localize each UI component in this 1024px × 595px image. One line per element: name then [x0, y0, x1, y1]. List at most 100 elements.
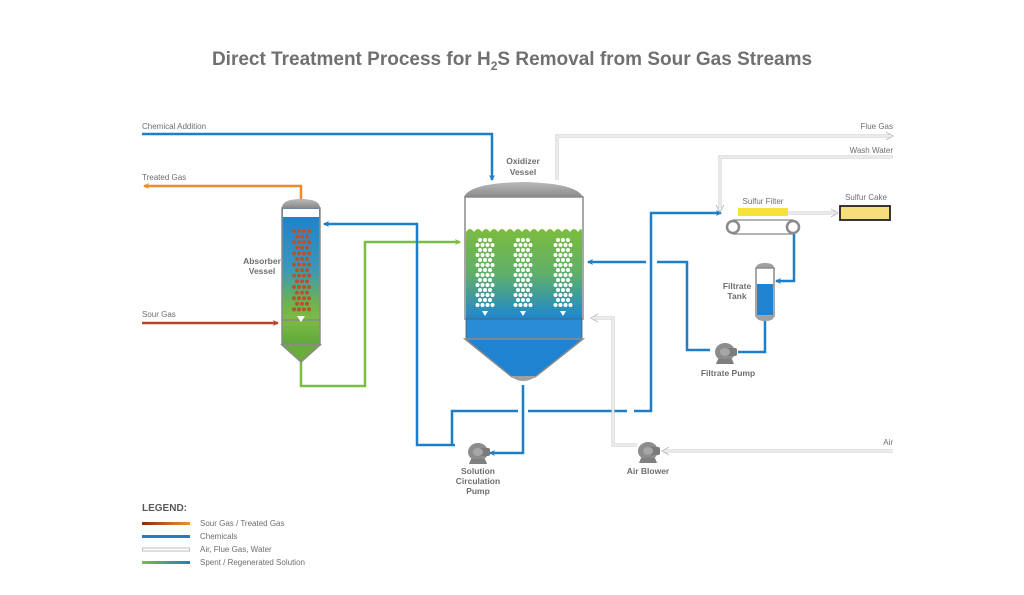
- diagram-title: Direct Treatment Process for H2S Removal…: [212, 49, 812, 73]
- air-bubble: [561, 288, 565, 292]
- air-bubble: [488, 268, 492, 272]
- filtrate-return-line: [588, 262, 710, 352]
- air-bubble: [561, 258, 565, 262]
- air-bubble: [528, 243, 533, 247]
- air-bubble: [490, 243, 495, 247]
- air-blower-label: Air Blower: [627, 466, 670, 476]
- filtrate-tank-label-1: Filtrate: [723, 281, 752, 291]
- sulfur-filter[interactable]: [725, 208, 801, 235]
- air-bubble: [561, 248, 565, 252]
- air-bubble: [475, 253, 480, 257]
- air-bubble: [553, 253, 558, 257]
- packing-dot: [307, 285, 311, 289]
- air-bubble: [553, 243, 558, 247]
- legend-swatch-chemicals: [142, 535, 190, 538]
- absorber-label-2: Vessel: [249, 266, 275, 276]
- air-bubble: [480, 273, 485, 277]
- air-bubble: [478, 278, 482, 282]
- air-bubble: [528, 253, 533, 257]
- air-bubble: [566, 278, 570, 282]
- sparger-nozzle-icon: [520, 311, 526, 316]
- air-bubble: [561, 238, 565, 242]
- air-bubble: [475, 263, 480, 267]
- air-bubble: [485, 273, 490, 277]
- air-bubble: [526, 248, 530, 252]
- air-bubble: [558, 303, 563, 307]
- air-bubble: [553, 273, 558, 277]
- packing-dot: [305, 301, 309, 306]
- sparger-nozzle-icon: [560, 311, 566, 316]
- air-bubble: [526, 268, 530, 272]
- air-bubble: [518, 263, 523, 267]
- air-bubble: [563, 303, 568, 307]
- oxidizer-label-1: Oxidizer: [506, 156, 540, 166]
- packing-dot: [302, 229, 306, 233]
- air-bubble: [516, 298, 520, 302]
- solution-circulation-pump-icon[interactable]: [468, 443, 490, 464]
- air-bubble: [568, 243, 573, 247]
- air-blower-icon[interactable]: [638, 442, 660, 463]
- filter-feed-line: [450, 213, 721, 445]
- air-bubble: [553, 283, 558, 287]
- packing-dot: [292, 262, 296, 267]
- air-bubble: [568, 303, 573, 307]
- air-bubble: [523, 263, 528, 267]
- air-bubble: [518, 303, 523, 307]
- air-bubble: [485, 263, 490, 267]
- air-bubble: [528, 303, 533, 307]
- absorber-label-1: Absorber: [243, 256, 281, 266]
- packing-dot: [307, 307, 311, 312]
- air-bubble: [480, 243, 485, 247]
- packing-dot: [307, 251, 311, 256]
- air-bubble: [518, 253, 523, 257]
- air-bubble: [480, 263, 485, 267]
- air-bubble: [483, 278, 487, 282]
- air-bubble: [478, 258, 482, 262]
- air-bubble: [556, 288, 560, 292]
- air-bubble: [528, 263, 533, 267]
- filtrate-tank-label-2: Tank: [727, 291, 746, 301]
- air-bubble: [521, 268, 525, 272]
- air-bubble: [478, 288, 482, 292]
- air-bubble: [480, 283, 485, 287]
- air-bubble: [561, 268, 565, 272]
- packing-dot: [305, 257, 309, 261]
- packing-dot: [307, 229, 311, 233]
- air-bubble: [488, 258, 492, 262]
- packing-dot: [300, 245, 304, 250]
- air-bubble: [480, 303, 485, 307]
- packing-dot: [297, 251, 301, 256]
- sulfur-filter-label: Sulfur Filter: [743, 197, 784, 206]
- air-bubble: [485, 303, 490, 307]
- packing-dot: [295, 245, 299, 250]
- air-bubble: [483, 298, 487, 302]
- air-bubble: [566, 288, 570, 292]
- air-bubble: [558, 263, 563, 267]
- packing-dot: [292, 273, 296, 278]
- packing-dot: [292, 296, 296, 301]
- packing-dot: [292, 251, 296, 256]
- air-bubble: [568, 273, 573, 277]
- treated-gas-line: [143, 183, 303, 200]
- air-bubble: [516, 278, 520, 282]
- air-bubble: [526, 238, 530, 242]
- air-label: Air: [883, 438, 893, 447]
- legend-swatch-sour-gas: [142, 522, 190, 525]
- air-bubble: [563, 263, 568, 267]
- air-bubble: [516, 288, 520, 292]
- air-bubble: [478, 298, 482, 302]
- air-bubble: [513, 303, 518, 307]
- air-bubble: [480, 253, 485, 257]
- air-bubble: [556, 238, 560, 242]
- packing-dot: [302, 273, 306, 278]
- filtrate-pump-icon[interactable]: [715, 343, 737, 364]
- air-bubble: [478, 248, 482, 252]
- regenerated-solution-line: [323, 221, 455, 447]
- solution-pump-label-1: Solution: [461, 466, 495, 476]
- air-bubble: [568, 293, 573, 297]
- filtrate-tank: [755, 263, 775, 321]
- air-bubble: [490, 273, 495, 277]
- air-bubble: [566, 248, 570, 252]
- air-bubble: [488, 248, 492, 252]
- tank-to-pump-line: [738, 320, 767, 354]
